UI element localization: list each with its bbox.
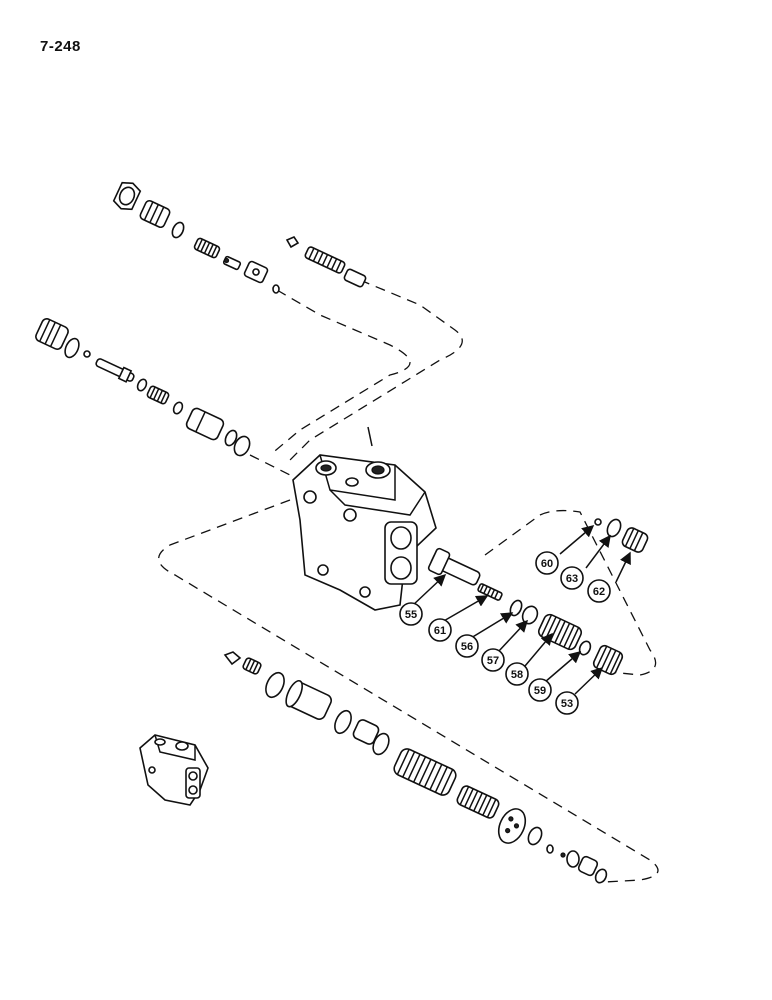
callout-59: 59 <box>528 678 552 702</box>
valve-inset-view <box>139 734 209 806</box>
callout-55: 55 <box>399 602 423 626</box>
svg-text:53: 53 <box>561 698 573 710</box>
callout-63: 63 <box>560 566 584 590</box>
callout-57: 57 <box>481 648 505 672</box>
callout-60: 60 <box>535 551 559 575</box>
svg-text:63: 63 <box>566 573 578 585</box>
svg-text:56: 56 <box>461 641 473 653</box>
svg-text:61: 61 <box>434 625 446 637</box>
svg-text:58: 58 <box>511 669 523 681</box>
callout-labels: 55 61 56 57 58 59 53 60 63 62 <box>399 551 611 715</box>
page-number: 7-248 <box>40 38 81 55</box>
callout-leaders <box>411 525 631 695</box>
svg-text:55: 55 <box>405 609 417 621</box>
lower-parts <box>223 651 608 884</box>
svg-text:57: 57 <box>487 655 499 667</box>
callout-53: 53 <box>555 691 579 715</box>
middle-spool-parts <box>35 318 251 457</box>
valve-body <box>292 454 437 611</box>
upper-relief-valve-parts <box>112 181 367 294</box>
svg-text:60: 60 <box>541 558 553 570</box>
roll-pin <box>367 426 373 447</box>
callout-61: 61 <box>428 618 452 642</box>
callout-58: 58 <box>505 662 529 686</box>
callout-56: 56 <box>455 634 479 658</box>
svg-text:62: 62 <box>593 586 605 598</box>
svg-text:59: 59 <box>534 685 546 697</box>
callout-62: 62 <box>587 579 611 603</box>
